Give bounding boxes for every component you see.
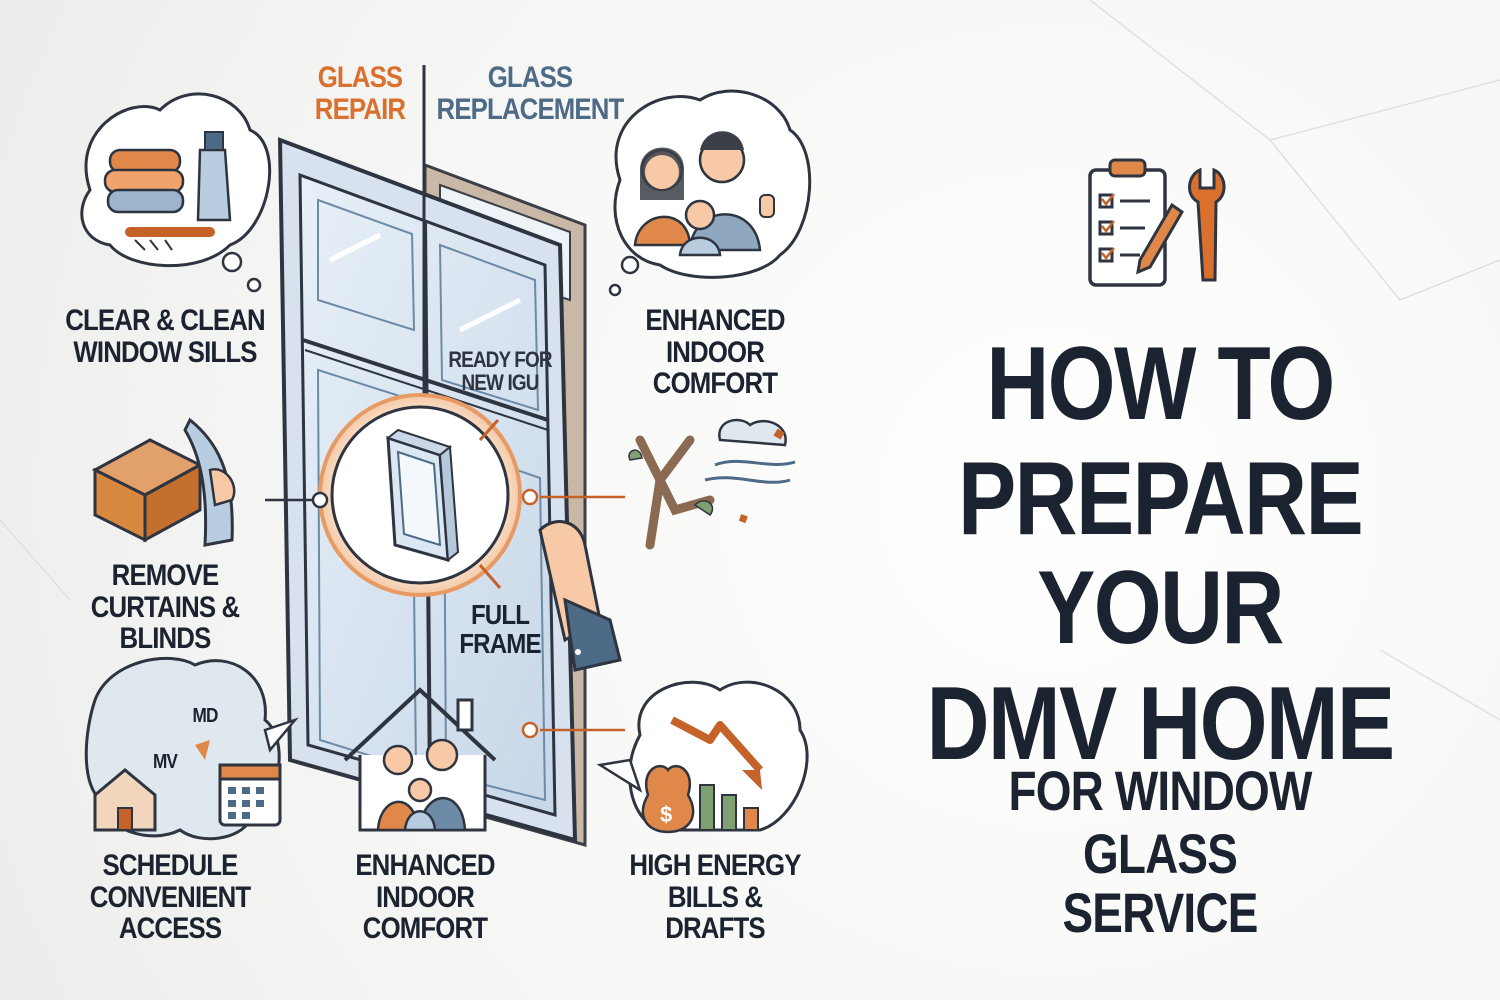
hand-icon: [538, 520, 622, 672]
replacement-line-1: GLASS: [487, 61, 573, 94]
repair-line-1: GLASS: [317, 61, 403, 94]
box-and-curtain-icon: [91, 417, 236, 547]
map-label-md: MD: [192, 705, 218, 727]
step-5-line-2: INDOOR COMFORT: [652, 335, 778, 400]
title-line-1: HOW TO: [986, 326, 1335, 442]
subtitle-line-1: FOR WINDOW: [1008, 759, 1313, 822]
subtitle: FOR WINDOW GLASS SERVICE: [950, 759, 1370, 944]
step-4-line-2: INDOOR COMFORT: [362, 880, 488, 945]
step-6-line-1: HIGH ENERGY: [629, 849, 801, 882]
step-label-energy-bills: HIGH ENERGY BILLS & DRAFTS: [616, 850, 814, 945]
cleaning-supplies-icon: [80, 92, 272, 293]
step-label-remove-curtains: REMOVE CURTAINS & BLINDS: [49, 560, 281, 655]
step-label-comfort-top: ENHANCED INDOOR COMFORT: [608, 305, 823, 400]
main-title: HOW TO PREPARE YOUR DMV HOME: [860, 326, 1460, 782]
title-line-2: PREPARE YOUR: [957, 441, 1364, 667]
background-lines: [0, 0, 1500, 721]
step-1-line-1: CLEAR & CLEAN: [65, 304, 265, 337]
connectors: [265, 488, 625, 739]
glass-replacement-label: GLASS REPLACEMENT: [435, 61, 625, 126]
step-3-line-2: CONVENIENT ACCESS: [89, 880, 251, 945]
repair-line-2: REPAIR: [314, 92, 406, 126]
storm-tree-icon: [628, 418, 796, 550]
family-house-icon: [343, 687, 497, 832]
money-chart-icon: $: [596, 680, 809, 834]
title-line-3: DMV HOME: [926, 665, 1395, 782]
full-line-2: FRAME: [459, 628, 541, 660]
map-label-mv: MV: [152, 751, 178, 773]
step-label-clean-sills: CLEAR & CLEAN WINDOW SILLS: [58, 305, 273, 368]
step-6-line-2: BILLS & DRAFTS: [665, 880, 765, 945]
glass-repair-label: GLASS REPAIR: [308, 62, 411, 125]
ready-line-2: NEW IGU: [461, 370, 539, 396]
clipboard-wrench-icon: [1088, 158, 1226, 287]
svg-text:$: $: [660, 802, 672, 827]
step-1-line-2: WINDOW SILLS: [73, 335, 257, 369]
step-2-line-1: REMOVE: [111, 559, 220, 592]
step-4-line-1: ENHANCED: [355, 849, 495, 882]
ready-line-1: READY FOR: [448, 347, 552, 372]
igu-highlight: [318, 393, 522, 597]
step-5-line-1: ENHANCED: [645, 304, 785, 337]
step-label-comfort-bottom: ENHANCED INDOOR COMFORT: [318, 850, 533, 945]
step-2-line-2: CURTAINS & BLINDS: [90, 590, 240, 655]
full-line-1: FULL: [470, 599, 530, 630]
full-frame-label: FULL FRAME: [448, 600, 551, 659]
ready-for-new-igu-label: READY FOR NEW IGU: [440, 348, 560, 394]
step-label-schedule-access: SCHEDULE CONVENIENT ACCESS: [41, 850, 299, 945]
map-calendar-icon: [84, 657, 299, 841]
subtitle-line-2: GLASS SERVICE: [1062, 821, 1258, 944]
step-3-line-1: SCHEDULE: [102, 849, 238, 882]
replacement-line-2: REPLACEMENT: [436, 92, 625, 126]
happy-family-icon: [608, 89, 812, 297]
